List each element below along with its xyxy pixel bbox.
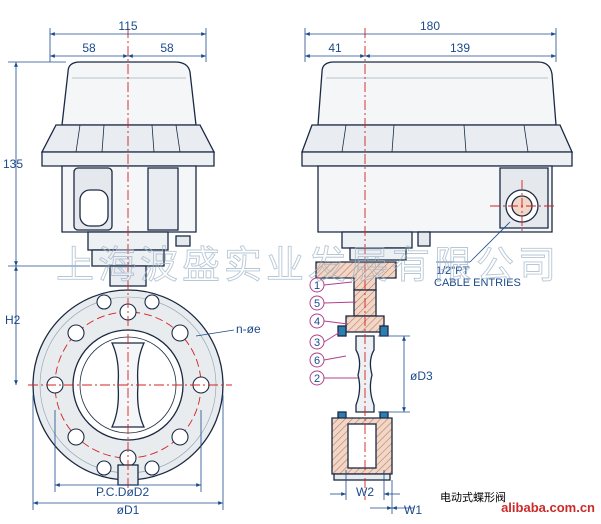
dim-bolt-holes: n-øe — [236, 322, 261, 336]
dim-front-half-left: 58 — [82, 41, 96, 55]
part-number: 6 — [314, 355, 320, 367]
part-number: 1 — [314, 280, 320, 292]
part-number: 3 — [314, 337, 320, 349]
dim-w2: W2 — [356, 485, 374, 499]
dim-side-width: 180 — [420, 19, 440, 33]
dim-front-half-right: 58 — [160, 41, 174, 55]
cable-note-line2: CABLE ENTRIES — [434, 277, 521, 289]
part-number: 5 — [314, 298, 320, 310]
front-view — [32, 61, 224, 486]
side-actuator-cap — [317, 61, 557, 126]
cable-note-line1: 1/2"PT — [436, 265, 470, 277]
front-centerlines — [28, 28, 232, 495]
footer-site: alibaba.com.cn — [501, 500, 595, 515]
watermark-text: 上海波盛实业发展有限公司 — [56, 243, 560, 287]
part-number: 2 — [314, 373, 320, 385]
front-actuator-cap — [61, 61, 197, 126]
dim-side-left: 41 — [328, 41, 342, 55]
dim-outer-diameter: øD1 — [117, 503, 140, 517]
drawing-caption: 电动式蝶形阀 — [440, 490, 506, 504]
part-balloons — [309, 277, 358, 386]
dim-w1: W1 — [404, 503, 422, 517]
dim-stem-diameter: øD3 — [410, 369, 433, 383]
part-numbers: 1 5 4 3 6 2 — [314, 280, 320, 385]
dim-body-height: H2 — [5, 313, 21, 327]
dim-side-right: 139 — [450, 41, 470, 55]
side-dimensions — [304, 28, 557, 514]
dim-bolt-circle: P.C.DøD2 — [96, 485, 149, 499]
dim-actuator-height: 135 — [3, 157, 23, 171]
side-gearbox — [317, 165, 553, 233]
side-centerlines — [364, 28, 556, 500]
front-dimensions — [8, 28, 235, 510]
part-number: 4 — [314, 316, 320, 328]
dim-front-width: 115 — [118, 19, 137, 33]
